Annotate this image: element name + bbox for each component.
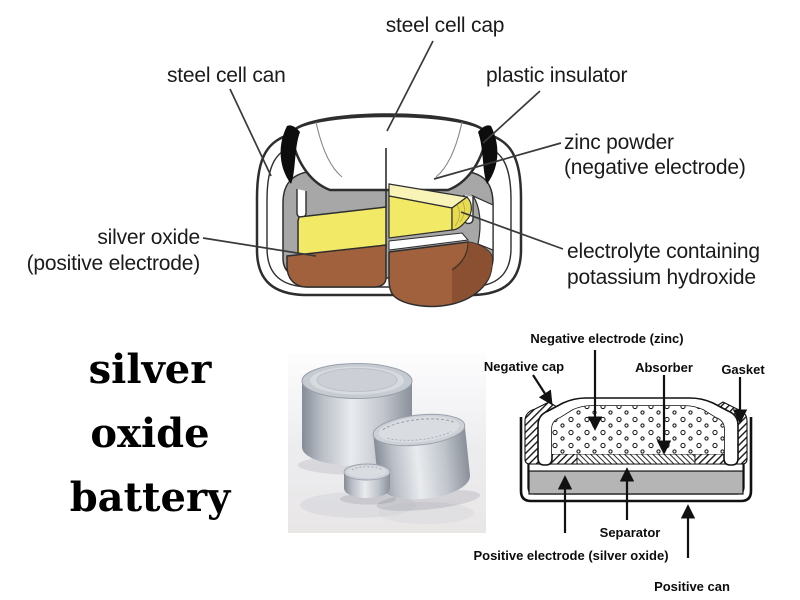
negative-electrode-zinc-dots (552, 406, 724, 454)
title-silver-oxide-battery: silver oxide battery (30, 338, 270, 530)
leader-lines (202, 40, 564, 257)
battery-small-face (347, 465, 387, 478)
title-line-1: silver (88, 346, 212, 393)
title-line-3: battery (69, 474, 231, 521)
plastic-insulator-right (478, 125, 498, 184)
cutaway-art (202, 40, 564, 308)
wedge-end-curves (454, 200, 465, 227)
separator-gap (388, 232, 469, 251)
leader-zinc-powder (433, 142, 562, 180)
leader-steel-cell-cap (386, 40, 434, 132)
label-zinc-powder-line1: zinc powder (564, 131, 674, 154)
label-zinc-powder: zinc powder (negative electrode) (564, 130, 746, 180)
arrow-negative-cap (532, 374, 553, 406)
cross-section-diagram (455, 325, 800, 600)
reflection-right (378, 502, 474, 524)
leader-electrolyte (460, 211, 564, 250)
label-gasket: Gasket (721, 362, 765, 377)
cap-skirt-channel-left (296, 189, 307, 219)
label-absorber: Absorber (635, 360, 693, 375)
cutaway-battery-body (255, 113, 523, 308)
separator-strip (528, 463, 744, 472)
label-negative-cap: Negative cap (483, 359, 565, 374)
battery-medium-shadow (376, 489, 481, 511)
label-steel-cell-cap: steel cell cap (385, 14, 505, 37)
label-plastic-insulator: plastic insulator (486, 64, 628, 87)
battery-large-face (316, 368, 398, 392)
cross-section-art (519, 350, 753, 558)
wedge-silver-oxide-shade (452, 242, 492, 303)
label-steel-cell-can: steel cell can (167, 64, 286, 87)
label-electrolyte-line2: potassium hydroxide (567, 266, 756, 289)
label-positive-electrode: Positive electrode (silver oxide) (473, 548, 669, 563)
battery-medium (372, 413, 481, 511)
label-electrolyte: electrolyte containing potassium hydroxi… (567, 239, 760, 291)
title-line-2: oxide (90, 410, 210, 457)
cross-section-arrows (532, 350, 748, 558)
label-negative-electrode-zinc: Negative electrode (zinc) (530, 331, 684, 346)
battery-small-engraving (351, 466, 383, 471)
reflection-left (300, 492, 416, 518)
cap-crease-left (315, 121, 343, 178)
battery-medium-engraving-1 (382, 418, 455, 431)
label-silver-oxide-line1: silver oxide (97, 226, 200, 249)
plastic-insulator-left (280, 125, 300, 184)
label-silver-oxide-line2: (positive electrode) (26, 252, 201, 275)
label-zinc-powder-line2: (negative electrode) (564, 156, 746, 179)
leader-silver-oxide (202, 237, 317, 257)
leader-plastic-insulator (482, 90, 541, 144)
label-separator: Separator (599, 525, 661, 540)
wedge-ridge-line (451, 241, 469, 271)
button-cell-batteries-photo (288, 353, 486, 533)
label-positive-can: Positive can (654, 579, 730, 594)
battery-small (340, 463, 396, 505)
inner-wall-exposed (471, 194, 494, 251)
label-silver-oxide: silver oxide (positive electrode) (0, 225, 201, 277)
battery-medium-engraving-2 (387, 431, 452, 441)
positive-electrode-slab (528, 470, 744, 495)
batteries-photo-art (288, 353, 486, 533)
leader-steel-cell-can (229, 88, 272, 177)
cap-crease-right (435, 121, 463, 178)
label-electrolyte-line1: electrolyte containing (567, 240, 760, 263)
